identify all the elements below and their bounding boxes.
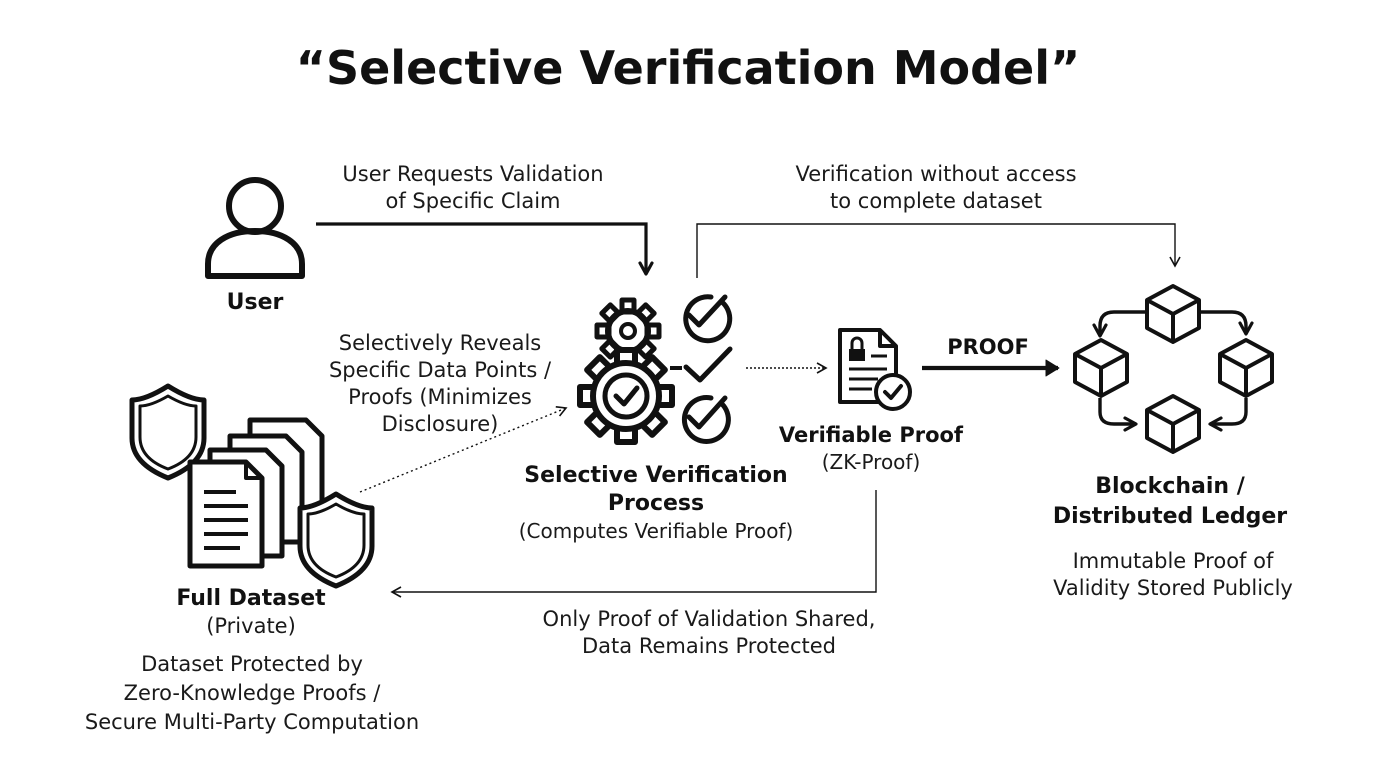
user-label-text: User: [226, 290, 284, 315]
proof-arrow-text: PROOF: [947, 335, 1029, 359]
dataset-subtitle: (Private): [206, 614, 296, 638]
user-icon: [205, 177, 305, 279]
shield-icon: [297, 491, 375, 589]
dataset-icon: [129, 383, 375, 589]
ledger-title-line2: Distributed Ledger: [1052, 504, 1288, 529]
user-request-label: User Requests Validation of Specific Cla…: [313, 161, 633, 215]
locked-document-icon: [838, 328, 912, 411]
blockchain-icon: [1073, 284, 1274, 454]
return-note-line2: Data Remains Protected: [582, 634, 836, 658]
connectors: [316, 222, 1181, 598]
reveal-note-line1: Selectively Reveals: [338, 331, 542, 355]
dataset-label: Full Dataset (Private): [141, 584, 361, 640]
proof-arrow-label: PROOF: [928, 334, 1048, 361]
selective-reveal-arrow: [359, 405, 568, 493]
proof-title: Verifiable Proof: [778, 423, 964, 447]
verification-note-label: Verification without access to complete …: [776, 161, 1096, 215]
dataset-desc-line3: Secure Multi-Party Computation: [84, 710, 420, 734]
dataset-title: Full Dataset: [176, 586, 326, 611]
reveal-note-label: Selectively Reveals Specific Data Points…: [320, 330, 560, 438]
process-subtitle: (Computes Verifiable Proof): [518, 519, 794, 543]
dataset-description: Dataset Protected by Zero-Knowledge Proo…: [56, 650, 448, 737]
reveal-note-line4: Disclosure): [381, 412, 499, 436]
return-to-dataset-arrow: [390, 490, 877, 598]
ledger-desc-line2: Validity Stored Publicly: [1053, 576, 1293, 600]
dataset-desc-line2: Zero-Knowledge Proofs /: [123, 681, 381, 705]
user-request-arrow: [316, 222, 654, 276]
reveal-note-line2: Specific Data Points /: [328, 358, 552, 382]
ledger-title-line1: Blockchain /: [1095, 474, 1245, 499]
return-note-line1: Only Proof of Validation Shared,: [542, 607, 876, 631]
verification-note-line1: Verification without access: [795, 162, 1077, 186]
verification-note-line2: to complete dataset: [830, 189, 1042, 213]
process-label: Selective Verification Process (Computes…: [496, 462, 816, 545]
dataset-desc-line1: Dataset Protected by: [141, 652, 363, 676]
diagram-title: “Selective Verification Model”: [295, 41, 1081, 95]
user-label: User: [205, 289, 305, 316]
shield-icon: [129, 383, 207, 481]
gears-icon: [577, 297, 682, 445]
proof-label: Verifiable Proof (ZK-Proof): [766, 422, 976, 476]
ledger-description: Immutable Proof of Validity Stored Publi…: [1030, 548, 1316, 602]
ledger-desc-line1: Immutable Proof of: [1072, 549, 1274, 573]
verification-without-access-arrow: [696, 223, 1181, 278]
checkmark-icon: [681, 294, 733, 444]
ledger-label: Blockchain / Distributed Ledger: [1030, 472, 1310, 532]
process-title-line2: Process: [607, 491, 705, 516]
process-title-line1: Selective Verification: [524, 463, 788, 488]
user-request-line2: of Specific Claim: [385, 189, 561, 213]
return-note-label: Only Proof of Validation Shared, Data Re…: [516, 606, 902, 660]
proof-subtitle: (ZK-Proof): [821, 450, 921, 474]
reveal-note-line3: Proofs (Minimizes: [348, 385, 532, 409]
user-request-line1: User Requests Validation: [342, 162, 604, 186]
